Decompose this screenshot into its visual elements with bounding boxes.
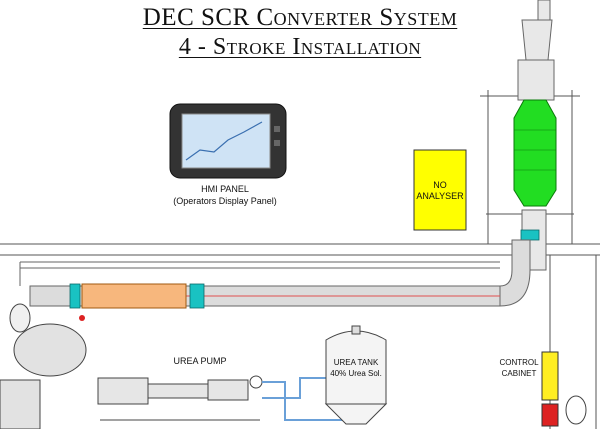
title-line-2: 4 - Stroke Installation — [178, 34, 422, 60]
rail-pipes — [19, 261, 500, 286]
urea-line — [262, 377, 370, 421]
urea-pump — [97, 375, 263, 421]
hmi-panel-label: HMI PANEL — [201, 184, 249, 194]
control-cabinet-label-1: CONTROL — [499, 358, 539, 367]
control-cabinet — [541, 351, 559, 401]
engine — [0, 303, 87, 429]
hmi-panel-sublabel: (Operators Display Panel) — [173, 196, 277, 206]
orange-duct-section — [81, 283, 187, 309]
cabinet-base — [541, 403, 559, 427]
side-tank — [565, 395, 587, 425]
no-analyser-label-1: NO — [433, 180, 447, 190]
stack-mixer — [520, 229, 540, 241]
control-cabinet-label-2: CABINET — [501, 369, 537, 378]
valve-red — [79, 315, 85, 321]
no-analyser-label-2: ANALYSER — [416, 191, 464, 201]
hmi-panel-device — [169, 103, 287, 179]
urea-tank-label-2: 40% Urea Sol. — [330, 369, 382, 378]
urea-tank — [324, 325, 388, 425]
urea-tank-label-1: UREA TANK — [333, 358, 379, 367]
no-analyser-box — [413, 149, 467, 231]
scr-reactor — [513, 99, 557, 207]
title-line-1: DEC SCR Converter System — [142, 4, 458, 31]
urea-pump-label: UREA PUMP — [173, 356, 227, 366]
